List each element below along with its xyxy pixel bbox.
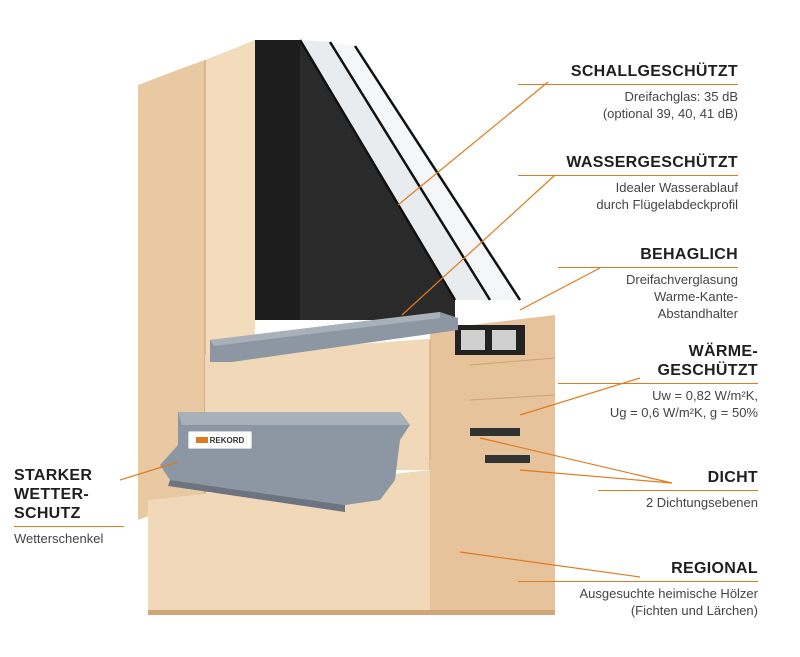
leader-schall (397, 81, 549, 206)
logo-mark-icon (195, 437, 208, 443)
callout-title-3: SCHUTZ (14, 505, 81, 522)
callout-line: Ug = 0,6 W/m²K, g = 50% (609, 405, 758, 420)
glass-pane-light (300, 40, 490, 300)
callout-regional: REGIONAL Ausgesuchte heimische Hölzer (F… (518, 559, 758, 619)
callout-line: 2 Dichtungsebenen (645, 495, 758, 510)
leader-waerme (519, 377, 641, 416)
callout-title-1: WÄRME- (688, 343, 758, 360)
callout-title-1: STARKER (14, 467, 93, 484)
callout-wassergeschuetzt: WASSERGESCHÜTZT Idealer Wasserablauf dur… (518, 153, 738, 213)
callout-line: durch Flügelabdeckprofil (596, 197, 738, 212)
callout-behaglich: BEHAGLICH Dreifachverglasung Warme-Kante… (558, 245, 738, 322)
logo-text: REKORD (209, 435, 245, 445)
seal-1 (470, 428, 520, 436)
callout-title-2: WETTER- (14, 486, 89, 503)
callout-waermegeschuetzt: WÄRME- GESCHÜTZT Uw = 0,82 W/m²K, Ug = 0… (558, 342, 758, 421)
callout-wetterschutz: STARKER WETTER- SCHUTZ Wetterschenkel (14, 466, 124, 547)
frame-sill-side (430, 445, 555, 610)
callout-title-2: GESCHÜTZT (657, 362, 758, 379)
leader-regional (459, 551, 641, 578)
leader-dicht-1 (479, 437, 673, 484)
callout-title: WASSERGESCHÜTZT (566, 154, 738, 171)
leader-wetter (119, 461, 179, 481)
callout-schallgeschuetzt: SCHALLGESCHÜTZT Dreifachglas: 35 dB (opt… (518, 62, 738, 122)
callout-title: DICHT (707, 469, 758, 486)
callout-line: Dreifachverglasung (625, 272, 738, 287)
glass-pane-1 (255, 40, 455, 320)
callout-title: SCHALLGESCHÜTZT (570, 63, 738, 80)
callout-line: (Fichten und Lärchen) (630, 603, 758, 618)
callout-dicht: DICHT 2 Dichtungsebenen (598, 468, 758, 511)
seal-2 (485, 455, 530, 463)
callout-title: REGIONAL (671, 560, 758, 577)
callout-line: Abstandhalter (657, 306, 738, 321)
sash-cover-profile (210, 312, 458, 362)
rekord-logo: REKORD (188, 431, 252, 449)
callout-line: (optional 39, 40, 41 dB) (602, 106, 738, 121)
callout-line: Idealer Wasserablauf (615, 180, 738, 195)
frame-sill-front (148, 470, 430, 610)
leader-dicht-2 (519, 469, 673, 484)
leader-wasser (401, 174, 556, 316)
callout-line: Dreifachglas: 35 dB (624, 89, 738, 104)
frame-post-outer (138, 60, 205, 520)
callout-line: Warme-Kante- (653, 289, 738, 304)
callout-title: BEHAGLICH (640, 246, 738, 263)
leader-behaglich (519, 267, 601, 311)
callout-line: Uw = 0,82 W/m²K, (652, 388, 758, 403)
callout-line: Ausgesuchte heimische Hölzer (579, 586, 758, 601)
glass-pane-3 (330, 42, 520, 300)
callout-line: Wetterschenkel (14, 531, 104, 546)
